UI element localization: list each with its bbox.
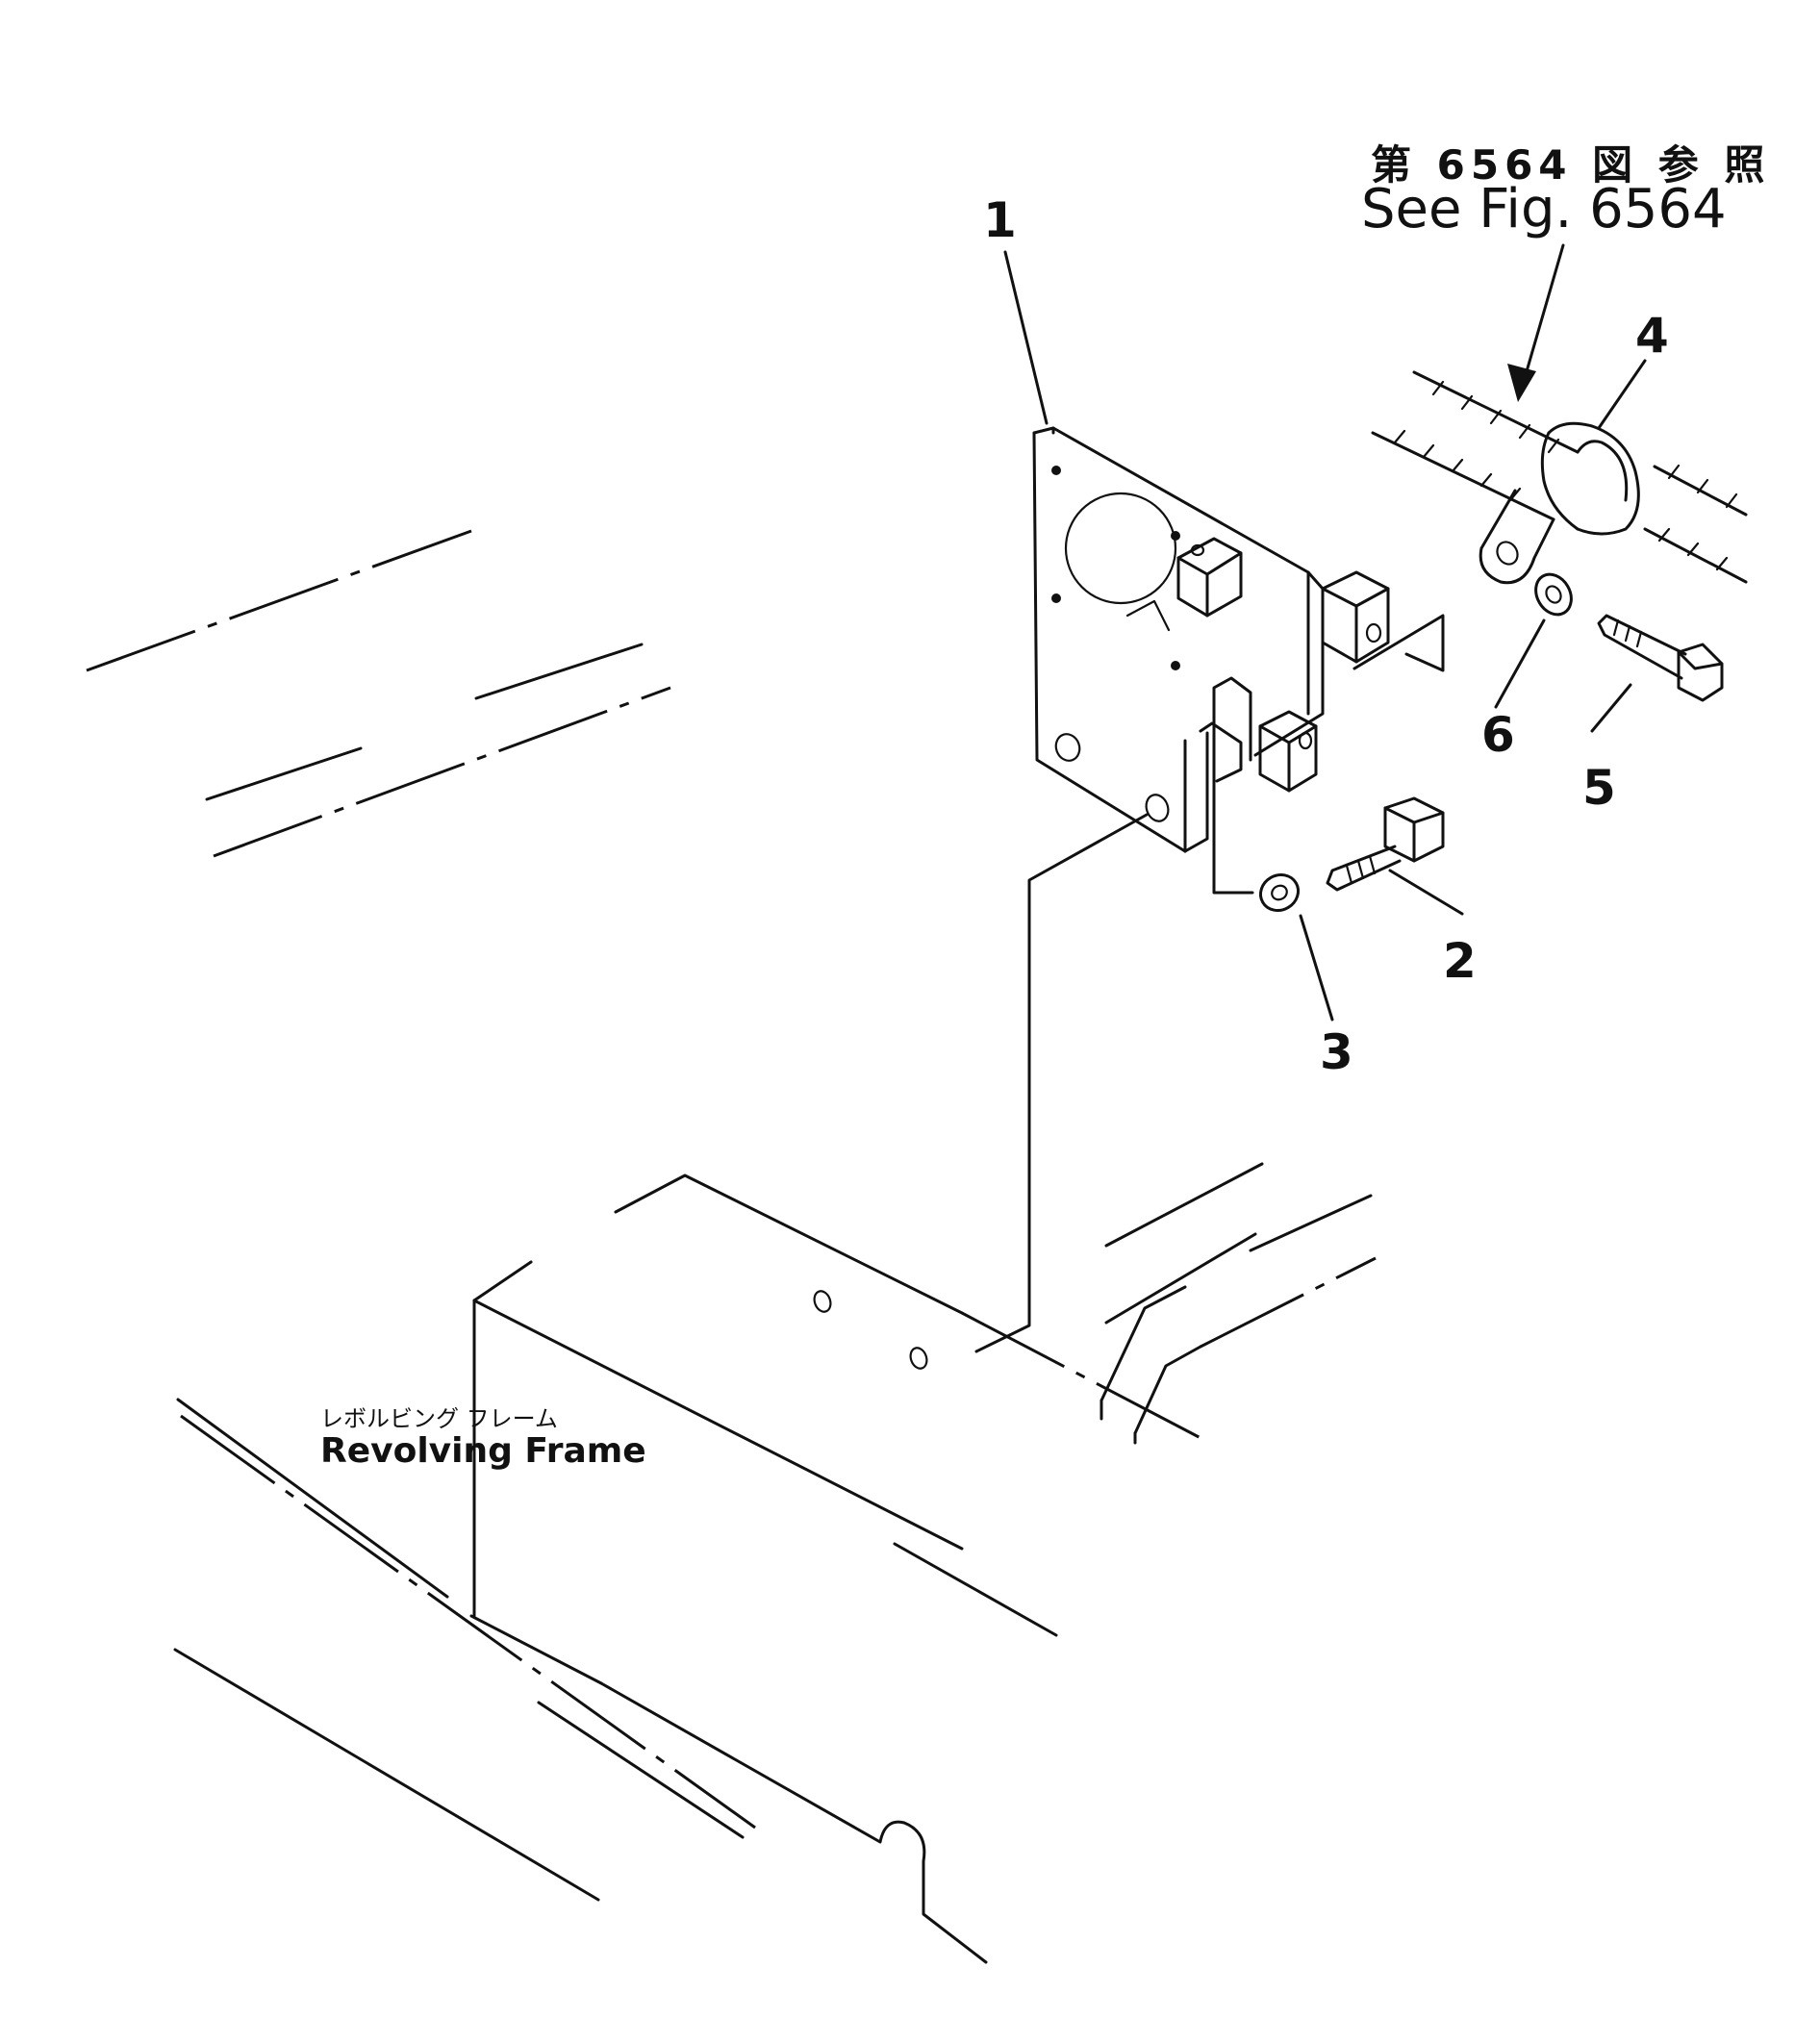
frame-label-japanese: レボルビング フレーム [320, 1405, 558, 1432]
callout-4: 4 [1635, 308, 1669, 364]
callout-1: 1 [983, 192, 1017, 248]
callout-6: 6 [1481, 707, 1515, 763]
hose [1371, 370, 1748, 584]
callout-3: 3 [1320, 1024, 1353, 1080]
clamp-part-4 [1479, 421, 1640, 585]
frame-label-english: Revolving Frame [320, 1431, 646, 1471]
reference-arrow [1507, 243, 1565, 402]
washer-part-3 [1258, 872, 1301, 913]
reference-label-japanese: 第 6564 図 参 照 [1371, 141, 1771, 189]
bracket-plate [1032, 426, 1390, 853]
reference-label-english: See Fig. 6564 [1361, 178, 1727, 240]
washer-part-6 [1534, 572, 1573, 617]
leader-lines [974, 614, 1445, 1353]
callout-leaders [1003, 250, 1647, 1022]
revolving-frame [173, 1162, 1377, 1964]
bolt-part-2 [1326, 796, 1445, 892]
bolt-part-5 [1597, 614, 1724, 702]
callout-2: 2 [1443, 933, 1477, 989]
callout-5: 5 [1582, 760, 1616, 816]
background-centerlines [86, 529, 671, 858]
